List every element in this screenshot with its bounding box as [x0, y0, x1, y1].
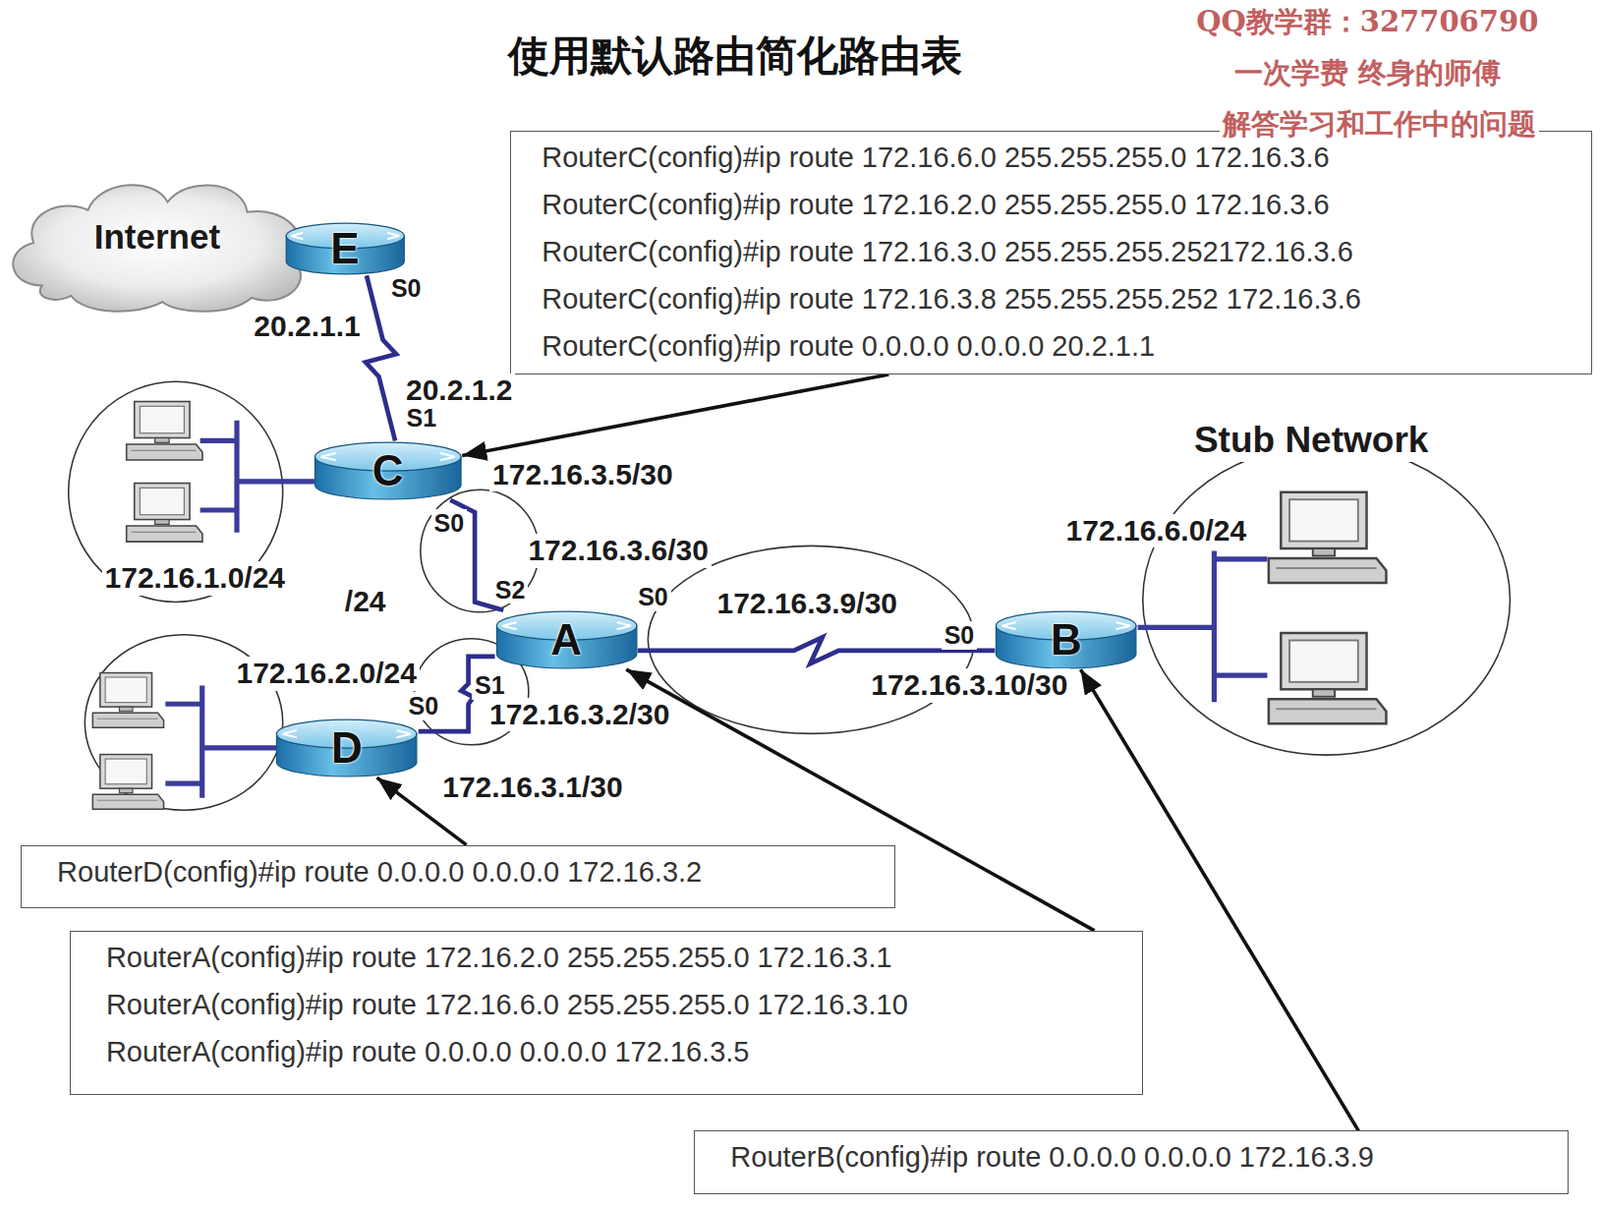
- label-anchor: S0: [388, 274, 425, 303]
- network-name: Stub Network: [1191, 419, 1431, 462]
- router-name: B: [1050, 618, 1083, 662]
- config-command: RouterC(config)#ip route 172.16.2.0 255.…: [541, 180, 1329, 229]
- lan-wire: [1138, 551, 1268, 703]
- pc-icon: [126, 401, 203, 461]
- label-anchor: 20.2.1.2: [402, 373, 515, 408]
- label-anchor: S2: [492, 575, 529, 605]
- config-command: RouterD(config)#ip route 0.0.0.0 0.0.0.0…: [57, 848, 702, 896]
- label-anchor: 172.16.3.9/30: [714, 586, 902, 622]
- router-icon: A: [495, 610, 638, 670]
- router-icon: D: [275, 718, 418, 778]
- interface-label: S0: [405, 691, 443, 721]
- router-icon: C: [313, 441, 463, 501]
- interface-label: S0: [431, 509, 468, 538]
- label-anchor: S0: [405, 691, 443, 721]
- ip-label: 172.16.3.2/30: [486, 697, 674, 733]
- label-anchor: 172.16.1.0/24: [102, 561, 289, 596]
- label-anchor: S0: [634, 582, 672, 612]
- config-command: RouterB(config)#ip route 0.0.0.0 0.0.0.0…: [730, 1133, 1374, 1181]
- router-name: E: [330, 227, 359, 271]
- config-command: RouterC(config)#ip route 172.16.3.8 255.…: [541, 275, 1362, 323]
- label-anchor: S0: [431, 509, 468, 538]
- label-anchor: Stub Network: [1191, 419, 1431, 462]
- ip-label: 172.16.3.10/30: [867, 668, 1071, 703]
- ip-label: 20.2.1.2: [402, 373, 515, 408]
- interface-label: S0: [388, 274, 425, 303]
- ip-label: 172.16.1.0/24: [102, 561, 289, 596]
- label-anchor: 解答学习和工作中的问题: [1219, 108, 1540, 141]
- watermark: 解答学习和工作中的问题: [1219, 108, 1540, 141]
- lan-wires: [165, 420, 1267, 799]
- label-anchor: /24: [342, 584, 390, 620]
- label-anchor: 172.16.2.0/24: [232, 656, 420, 691]
- config-box: RouterB(config)#ip route 0.0.0.0 0.0.0.0…: [693, 1130, 1569, 1194]
- router-name: C: [372, 449, 404, 493]
- interface-label: S1: [403, 403, 441, 433]
- interface-label: S1: [471, 671, 509, 700]
- watermark: QQ教学群：327706790: [1193, 5, 1542, 39]
- label-anchor: 172.16.6.0/24: [1063, 514, 1251, 549]
- cloud-name: Internet: [94, 218, 221, 257]
- lan-wire: [165, 685, 278, 799]
- label-anchor: 172.16.3.1/30: [439, 770, 627, 805]
- label-anchor: 172.16.3.10/30: [867, 668, 1071, 703]
- title-anchor: 使用默认路由简化路由表: [505, 32, 966, 80]
- diagram-title: 使用默认路由简化路由表: [505, 32, 966, 80]
- config-command: RouterC(config)#ip route 0.0.0.0 0.0.0.0…: [541, 322, 1155, 370]
- link-circle: [420, 489, 539, 613]
- label-anchor: 20.2.1.1: [250, 309, 363, 344]
- config-command: RouterA(config)#ip route 0.0.0.0 0.0.0.0…: [106, 1028, 750, 1076]
- interface-label: S2: [492, 575, 529, 605]
- router-icon: E: [285, 222, 406, 276]
- pc-icon: [92, 754, 164, 810]
- config-box: RouterC(config)#ip route 172.16.6.0 255.…: [510, 130, 1593, 375]
- link-circle: [647, 545, 974, 734]
- config-box: RouterA(config)#ip route 172.16.2.0 255.…: [69, 930, 1143, 1095]
- label-anchor: 一次学费 终身的师傅: [1231, 57, 1504, 90]
- pc-icons: [92, 401, 1386, 810]
- label-anchor: S1: [403, 403, 441, 433]
- config-command: RouterA(config)#ip route 172.16.2.0 255.…: [106, 933, 893, 981]
- ip-label: 172.16.2.0/24: [232, 656, 420, 691]
- label-anchor: 172.16.3.5/30: [489, 457, 677, 493]
- pc-icon: [1268, 492, 1387, 583]
- config-command: RouterA(config)#ip route 172.16.6.0 255.…: [106, 980, 909, 1029]
- label-anchor: QQ教学群：327706790: [1193, 5, 1542, 39]
- ip-label: 172.16.3.1/30: [439, 770, 627, 805]
- internet-cloud: Internet: [0, 163, 315, 317]
- config-command: RouterC(config)#ip route 172.16.6.0 255.…: [541, 133, 1329, 181]
- ip-label: 172.16.6.0/24: [1063, 514, 1251, 549]
- config-command: RouterC(config)#ip route 172.16.3.0 255.…: [541, 228, 1354, 276]
- router-name: A: [550, 618, 582, 662]
- pc-icon: [126, 483, 203, 543]
- config-box: RouterD(config)#ip route 0.0.0.0 0.0.0.0…: [20, 845, 896, 909]
- ip-label: 20.2.1.1: [250, 309, 363, 344]
- watermark: 一次学费 终身的师傅: [1231, 57, 1504, 90]
- label-anchor: 172.16.3.2/30: [486, 697, 674, 733]
- label-anchor: 172.16.3.6/30: [524, 533, 712, 569]
- router-name: D: [331, 726, 363, 770]
- ip-label: /24: [342, 584, 390, 620]
- network-circles: [68, 381, 1511, 810]
- ip-label: 172.16.3.9/30: [714, 586, 902, 622]
- pc-icon: [92, 673, 164, 729]
- pc-icon: [1268, 632, 1387, 724]
- interface-label: S0: [941, 621, 978, 650]
- lan-wire: [200, 420, 315, 533]
- ip-label: 172.16.3.6/30: [524, 533, 712, 569]
- label-anchor: S1: [471, 671, 509, 700]
- interface-label: S0: [634, 582, 672, 612]
- label-anchor: S0: [941, 621, 978, 650]
- ip-label: 172.16.3.5/30: [489, 457, 677, 493]
- pointer-arrow: [461, 374, 889, 457]
- stub-network-circle: [1142, 445, 1511, 756]
- router-icon: B: [994, 610, 1138, 670]
